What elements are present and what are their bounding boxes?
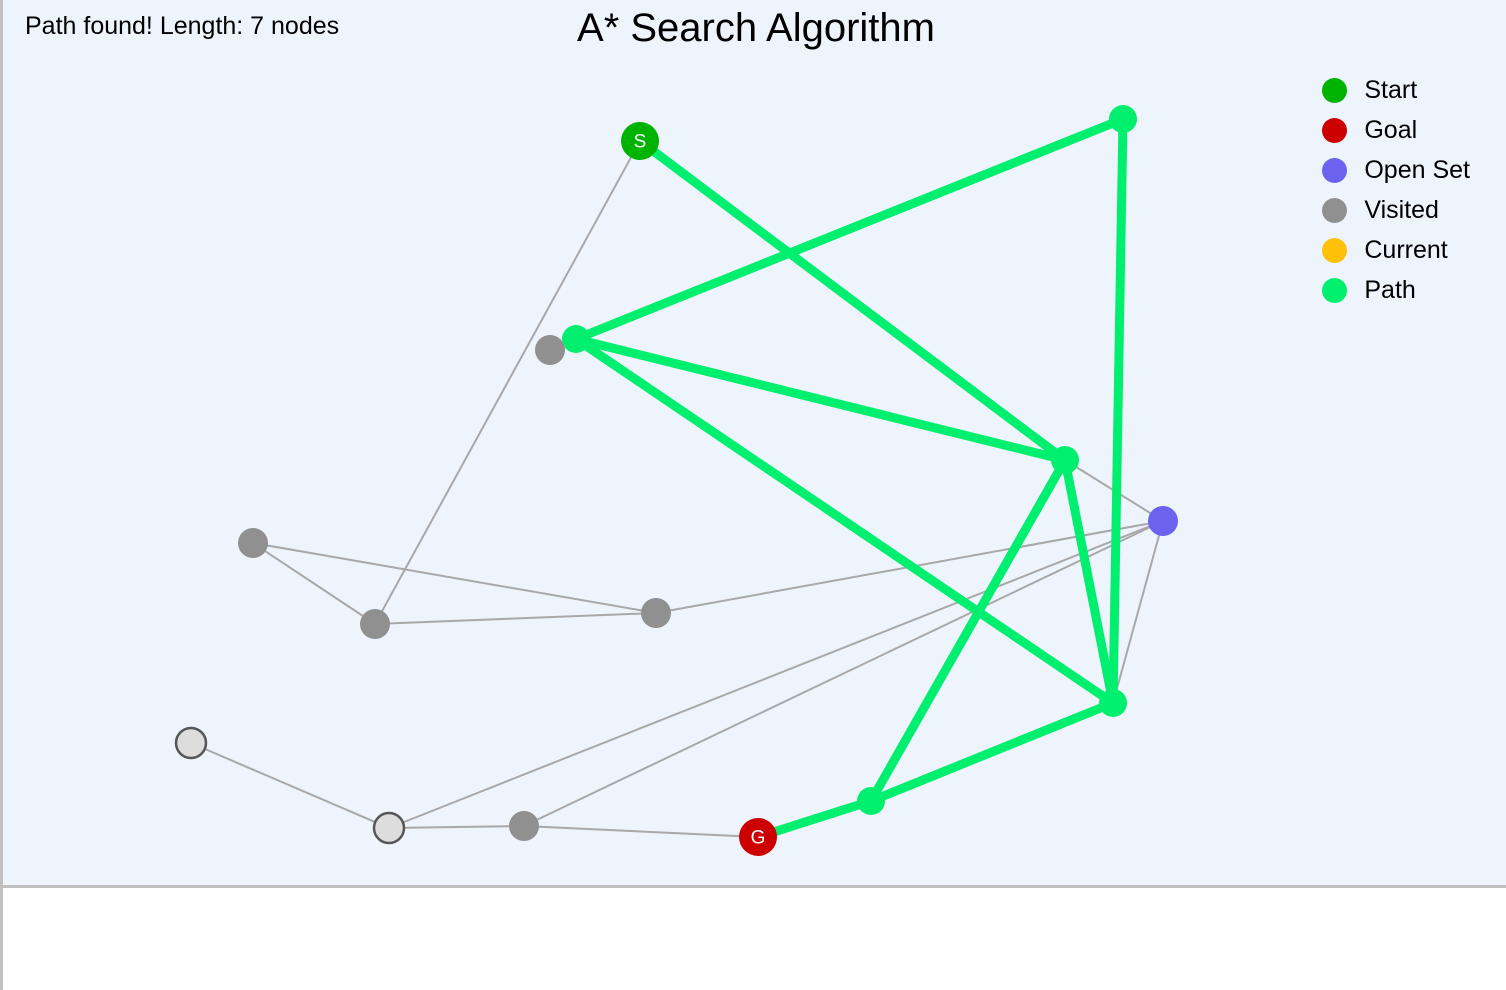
graph-edge [1112, 520, 1164, 704]
path-edge [571, 334, 1070, 465]
circle-swatch-icon [1322, 197, 1348, 223]
graph-node-path[interactable] [562, 325, 590, 353]
circle-swatch-icon [1322, 117, 1348, 143]
legend-item-label: Start [1364, 75, 1418, 104]
graph-edge [374, 140, 641, 625]
node-circle[interactable] [1051, 446, 1079, 474]
legend-item-start: Start [1322, 75, 1470, 104]
graph-edge [374, 612, 657, 625]
graph-node-path[interactable] [1109, 105, 1137, 133]
graph-edge [388, 825, 525, 829]
status-message: Path found! Length: 7 nodes [25, 12, 340, 40]
path-edge [866, 455, 1070, 806]
legend-item-label: Goal [1364, 115, 1418, 144]
graph-node-unvisited[interactable] [174, 726, 208, 760]
circle-swatch-icon [1322, 277, 1348, 303]
graph-node-path[interactable] [857, 787, 885, 815]
graph-node-visited[interactable] [535, 335, 565, 365]
graph-edge [388, 520, 1164, 829]
path-edge [866, 698, 1118, 806]
node-label: S [634, 132, 647, 153]
node-circle[interactable] [562, 325, 590, 353]
graph-node-visited[interactable] [641, 598, 671, 628]
node-label: G [751, 828, 766, 849]
legend-item-goal: Goal [1322, 115, 1470, 144]
node-circle[interactable] [174, 726, 208, 760]
node-circle[interactable] [535, 335, 565, 365]
circle-swatch-icon [1322, 237, 1348, 263]
graph-node-visited[interactable] [238, 528, 268, 558]
graph-node-start[interactable]: S [621, 122, 659, 160]
graph-node-visited[interactable] [360, 609, 390, 639]
path-edge [753, 796, 876, 842]
path-edge [1108, 114, 1128, 708]
node-circle[interactable] [621, 122, 659, 160]
path-edge [571, 114, 1128, 344]
graph-node-visited[interactable] [509, 811, 539, 841]
path-edges-group [571, 114, 1128, 842]
legend-item-visited: Visited [1322, 195, 1470, 224]
graph-node-goal[interactable]: G [739, 818, 777, 856]
graph-edge [190, 742, 390, 829]
legend-item-label: Current [1364, 235, 1448, 264]
graph-node-open[interactable] [1148, 506, 1178, 536]
toolbar: StartStepRunResetNew Graph [0, 888, 1506, 990]
node-circle[interactable] [739, 818, 777, 856]
legend-item-label: Path [1364, 275, 1416, 304]
node-circle[interactable] [641, 598, 671, 628]
graph-edge [252, 542, 657, 614]
graph-node-unvisited[interactable] [372, 811, 406, 845]
node-circle[interactable] [238, 528, 268, 558]
nodes-group[interactable]: SG [174, 105, 1178, 856]
node-circle[interactable] [360, 609, 390, 639]
legend-item-label: Visited [1364, 195, 1439, 224]
graph-edge [523, 825, 759, 838]
legend-item-open-set: Open Set [1322, 155, 1470, 184]
node-circle[interactable] [1148, 506, 1178, 536]
legend-item-path: Path [1322, 275, 1470, 304]
graph-edge [523, 520, 1164, 827]
graph-edge [252, 542, 376, 625]
graph-svg[interactable]: SG [3, 0, 1506, 888]
circle-swatch-icon [1322, 77, 1348, 103]
legend-item-current: Current [1322, 235, 1470, 264]
node-circle[interactable] [1109, 105, 1137, 133]
graph-node-path[interactable] [1099, 689, 1127, 717]
circle-swatch-icon [1322, 157, 1348, 183]
graph-node-path[interactable] [1051, 446, 1079, 474]
path-edge [1060, 455, 1118, 708]
node-circle[interactable] [857, 787, 885, 815]
normal-edges-group [190, 140, 1164, 838]
legend-item-label: Open Set [1364, 155, 1470, 184]
node-circle[interactable] [372, 811, 406, 845]
node-circle[interactable] [509, 811, 539, 841]
path-edge [571, 334, 1118, 708]
path-edge [635, 136, 1070, 465]
node-circle[interactable] [1099, 689, 1127, 717]
